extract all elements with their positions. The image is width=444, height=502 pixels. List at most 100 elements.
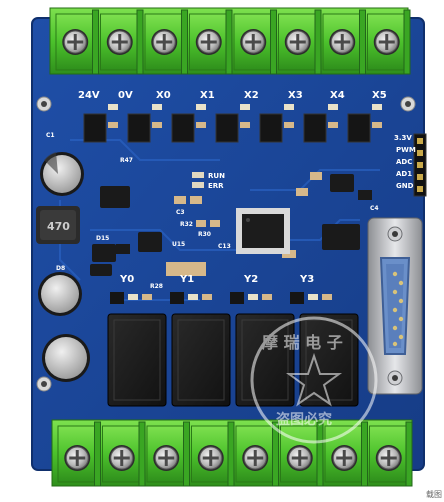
driver-transistor: [170, 292, 184, 304]
terminal-fin: [316, 421, 324, 487]
resistor: [322, 294, 332, 300]
output-led: [128, 294, 138, 300]
input-led: [372, 104, 382, 110]
label-x5: X5: [372, 90, 387, 101]
resistor: [202, 294, 212, 300]
terminal-fin: [359, 9, 366, 75]
optocoupler: [127, 113, 151, 143]
label-0v: 0V: [118, 90, 133, 101]
input-led: [240, 104, 250, 110]
terminal-screw: [108, 445, 135, 471]
capacitor-left-1: [38, 272, 82, 316]
optocoupler-row: [83, 104, 382, 143]
terminal-screw: [286, 445, 313, 471]
resistor: [152, 122, 162, 128]
optocoupler: [259, 113, 283, 143]
input-led: [196, 104, 206, 110]
label-y1: Y1: [179, 274, 194, 285]
output-led: [308, 294, 318, 300]
terminal-screw: [153, 445, 180, 471]
resistor: [240, 122, 250, 128]
inductor: 470: [36, 206, 80, 244]
optocoupler: [215, 113, 239, 143]
label-r32: R32: [180, 221, 193, 228]
label-c13: C13: [218, 243, 231, 250]
label-c1: C1: [46, 132, 55, 139]
input-led: [284, 104, 294, 110]
label-ad1: AD1: [396, 170, 412, 178]
label-u15: U15: [172, 241, 185, 248]
resistor: [328, 122, 338, 128]
label-3v3: 3.3V: [394, 134, 412, 142]
optocoupler: [83, 113, 107, 143]
part-designators: C1 R47 C3 R32 R30 C13 U15 D15 D8 R28 C4: [46, 132, 379, 290]
label-r28: R28: [150, 283, 163, 290]
relay: [107, 313, 167, 407]
terminal-screw: [151, 29, 178, 55]
terminal-screw: [240, 29, 267, 55]
terminal-screw: [329, 29, 356, 55]
relay-row: [107, 313, 359, 407]
label-r47: R47: [120, 157, 133, 164]
label-d15: D15: [96, 235, 109, 242]
label-run: RUN: [208, 172, 225, 180]
label-24v: 24V: [78, 90, 100, 101]
resistor: [262, 294, 272, 300]
label-c4: C4: [370, 205, 379, 212]
inductor-label: 470: [47, 220, 70, 233]
optocoupler: [303, 113, 327, 143]
input-led: [108, 104, 118, 110]
terminal-fin: [225, 9, 233, 75]
terminal-fin: [92, 9, 99, 75]
terminal-fin: [136, 9, 144, 75]
terminal-screw: [375, 445, 402, 471]
terminal-fin: [270, 9, 277, 75]
optocoupler: [347, 113, 371, 143]
terminal-screw: [64, 445, 91, 471]
driver-transistor: [230, 292, 244, 304]
terminal-screw: [242, 445, 269, 471]
corner-text: 载图: [426, 490, 442, 499]
optocoupler: [171, 113, 195, 143]
terminal-fin: [403, 9, 411, 75]
terminal-screw: [195, 29, 222, 55]
label-x3: X3: [288, 90, 303, 101]
label-adc: ADC: [396, 158, 412, 166]
terminal-screw: [197, 445, 224, 471]
input-labels: 24V 0V X0 X1 X2 X3 X4 X5: [78, 90, 387, 101]
mounting-holes: [36, 96, 416, 392]
label-d8: D8: [56, 265, 65, 272]
terminal-fin: [227, 421, 235, 487]
terminal-fin: [272, 421, 279, 487]
label-x1: X1: [200, 90, 215, 101]
resistor: [196, 122, 206, 128]
output-led: [188, 294, 198, 300]
driver-transistor: [290, 292, 304, 304]
watermark-bottom-text: 盗图必究: [276, 411, 332, 428]
label-r30: R30: [198, 231, 211, 238]
input-led: [328, 104, 338, 110]
label-pwm: PWM: [396, 146, 416, 154]
microcontroller-chip: [236, 208, 290, 254]
label-err: ERR: [208, 182, 224, 190]
relay: [171, 313, 231, 407]
label-x4: X4: [330, 90, 345, 101]
driver-transistor: [110, 292, 124, 304]
terminal-screw: [62, 29, 89, 55]
terminal-fin: [94, 421, 101, 487]
capacitor-left-2: [42, 334, 90, 382]
terminal-fin: [361, 421, 368, 487]
label-gnd: GND: [396, 182, 414, 190]
terminal-screw: [284, 29, 311, 55]
output-led: [248, 294, 258, 300]
input-led: [152, 104, 162, 110]
resistor: [142, 294, 152, 300]
side-header: 3.3V PWM ADC AD1 GND: [394, 133, 427, 197]
label-y3: Y3: [299, 274, 314, 285]
label-x2: X2: [244, 90, 259, 101]
output-driver-row: [110, 292, 332, 304]
resistor: [372, 122, 382, 128]
terminal-screw: [373, 29, 400, 55]
terminal-fin: [181, 9, 188, 75]
